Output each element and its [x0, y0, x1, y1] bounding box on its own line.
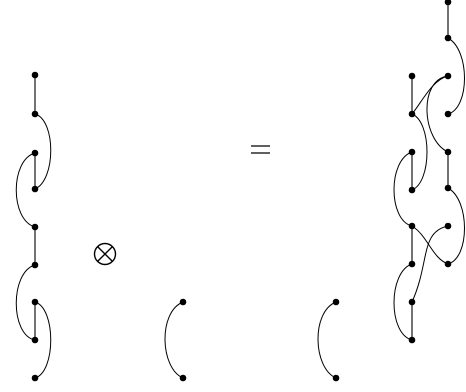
result-cross-arc-1: [426, 75, 449, 153]
result-right-arc-2: [447, 187, 465, 265]
left-node-1: [31, 71, 39, 79]
equals-sign: [251, 145, 270, 154]
right-factor-curve: [164, 301, 184, 379]
left-arc-right-1: [34, 113, 52, 190]
left-node-7: [31, 298, 39, 306]
result-node: [408, 298, 416, 306]
left-node-2: [31, 110, 39, 118]
result-node: [408, 260, 416, 268]
result-node: [408, 148, 416, 156]
left-arc-left-1: [15, 152, 36, 228]
left-node-5: [31, 223, 39, 231]
right-factor-node-bottom: [179, 374, 187, 382]
result-node: [408, 72, 416, 80]
result-node: [444, 0, 452, 6]
result-cross-arc-2: [411, 75, 449, 115]
result-arc-node-bottom: [332, 374, 340, 382]
result-node: [408, 336, 416, 344]
result-left-arc-2: [393, 151, 413, 227]
right-factor-arc: [164, 298, 187, 382]
result-node: [444, 34, 452, 42]
result-cross-arc-3: [411, 225, 449, 303]
left-node-8: [31, 336, 39, 344]
left-factor-chain: [15, 71, 52, 382]
left-arc-right-2: [34, 301, 52, 379]
left-node-6: [31, 261, 39, 269]
left-node-3: [31, 149, 39, 157]
left-node-4: [31, 185, 39, 193]
result-arc-node-top: [332, 298, 340, 306]
result-node: [408, 110, 416, 118]
result-node: [444, 110, 452, 118]
result-left-arc-1: [411, 113, 428, 191]
result-right-arc-1: [447, 37, 465, 115]
result-node: [444, 148, 452, 156]
left-node-9: [31, 374, 39, 382]
result-chain: [393, 0, 465, 344]
result-node: [408, 186, 416, 194]
result-arc: [317, 298, 340, 382]
result-node: [444, 72, 452, 80]
result-node: [444, 222, 452, 230]
result-node: [408, 222, 416, 230]
result-cross-arc-4: [411, 225, 449, 265]
result-node: [444, 184, 452, 192]
right-factor-node-top: [179, 298, 187, 306]
result-left-arc-3: [393, 263, 413, 341]
result-node: [444, 260, 452, 268]
tensor-product-symbol: [93, 242, 117, 266]
left-arc-left-2: [15, 264, 36, 341]
result-arc-curve: [317, 301, 337, 379]
